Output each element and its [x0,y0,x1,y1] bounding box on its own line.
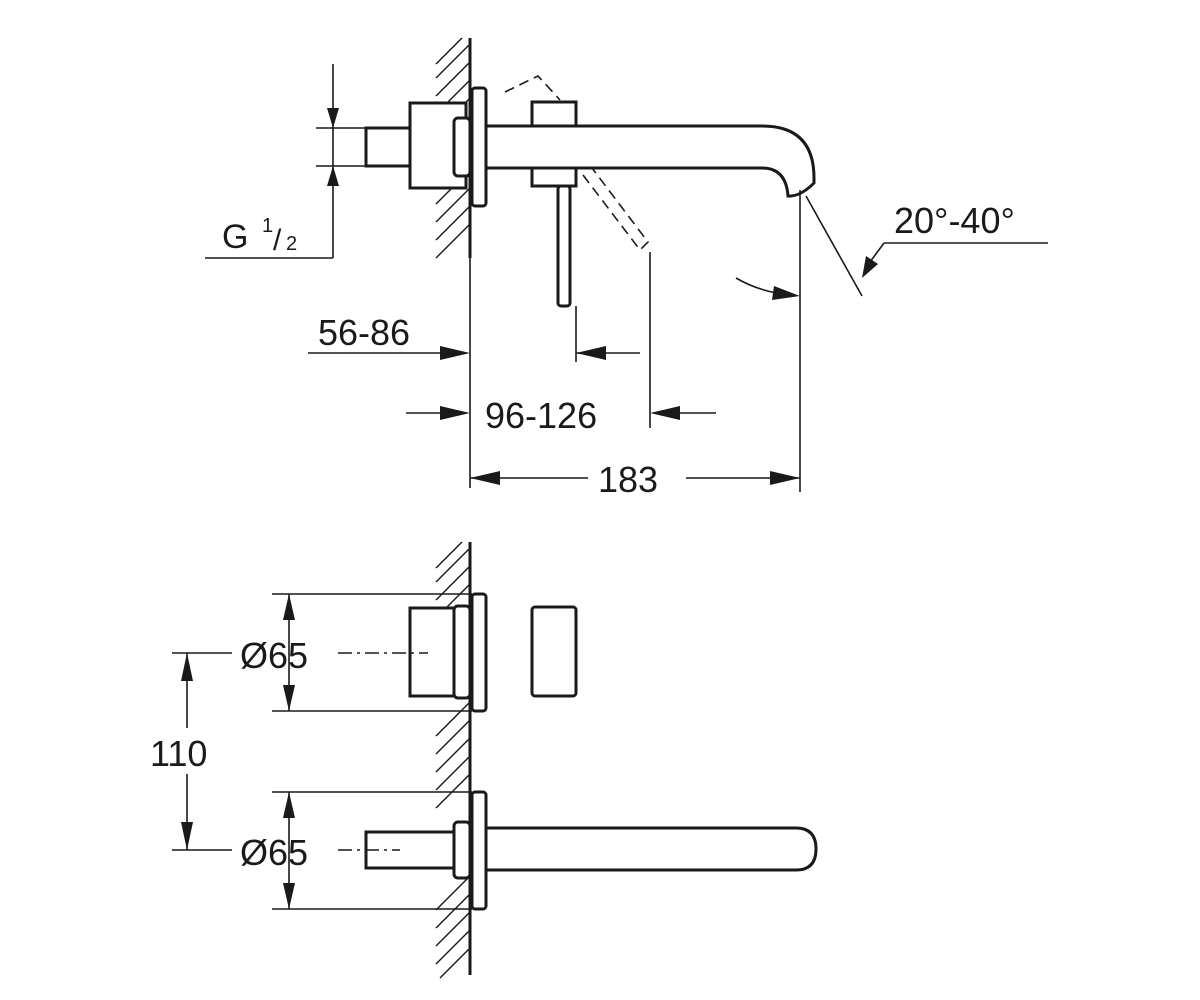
center-distance-label: 110 [150,733,207,774]
handle-diameter-dimension: Ø65 [240,593,472,712]
thread-label: G [222,218,248,256]
side-view: G 1 / 2 56-86 96-126 [205,37,1048,500]
spout-length-label: 183 [598,459,658,500]
flange-outer [470,86,488,208]
spout-diameter-label: Ø65 [240,832,308,873]
spout-length-dimension: 183 [470,190,801,500]
front-inlet-stub [364,830,468,870]
thread-fraction-slash: / [273,224,282,257]
wall-depth-dimension: 56-86 [308,258,471,488]
handle-diameter-label: Ø65 [240,635,308,676]
front-flange-bottom [470,790,488,911]
lever-handle [556,184,572,308]
front-handle [530,605,578,698]
thread-fraction-numerator: 1 [262,215,273,237]
thread-fraction-denominator: 2 [286,233,297,255]
front-flange-top-inner [452,604,472,700]
spout-angle-label: 20°-40° [894,200,1015,241]
spout-profile [484,124,816,198]
wall-depth-label: 56-86 [318,312,410,353]
center-distance-dimension: 110 [146,652,232,851]
front-flange-bottom-inner [452,820,472,880]
thread-dimension: G 1 / 2 [205,64,366,259]
flange-inner [452,116,472,178]
spout-diameter-dimension: Ø65 [240,791,472,910]
front-flange-top [470,592,488,713]
front-view: Ø65 Ø65 110 [146,541,818,979]
lever-depth-dimension: 96-126 [406,252,716,436]
lever-depth-label: 96-126 [485,395,597,436]
spout-angle-dimension: 20°-40° [735,195,1048,300]
front-spout [484,826,818,872]
